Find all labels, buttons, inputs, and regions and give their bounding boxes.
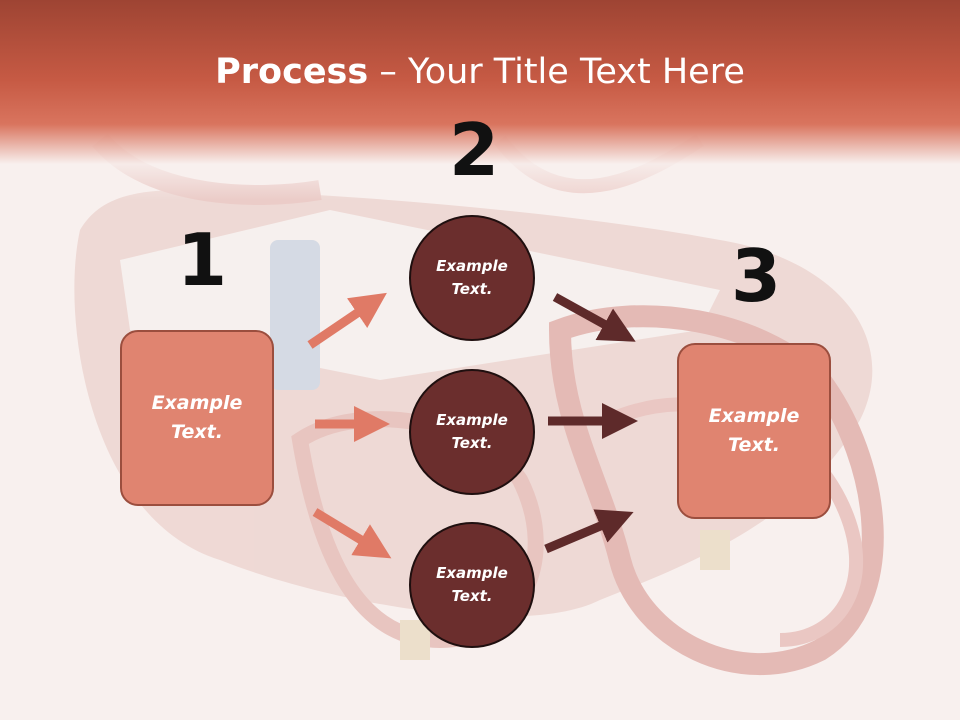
step-number-1: 1 — [177, 218, 228, 302]
step-number-3: 3 — [731, 234, 782, 318]
slide-title: Process – Your Title Text Here — [0, 52, 960, 92]
circle-bottom-text: Example Text. — [436, 564, 508, 605]
circle-top-text: Example Text. — [436, 257, 508, 298]
step-number-2: 2 — [449, 108, 500, 192]
circle-top: Example Text. — [409, 215, 535, 341]
arrow-left-to-top — [307, 292, 387, 349]
arrow-top-to-right — [552, 293, 636, 342]
title-bold: Process — [215, 52, 369, 92]
right-box-text: Example Text. — [708, 405, 800, 456]
right-box: Example Text. — [677, 343, 831, 519]
header-band — [0, 0, 960, 200]
title-rest: – Your Title Text Here — [368, 52, 745, 92]
left-box-text: Example Text. — [151, 392, 243, 443]
circle-middle: Example Text. — [409, 369, 535, 495]
circle-middle-text: Example Text. — [436, 411, 508, 452]
arrow-bottom-to-right — [544, 509, 634, 554]
circle-bottom: Example Text. — [409, 522, 535, 648]
arrow-left-to-bottom — [312, 508, 392, 559]
left-box: Example Text. — [120, 330, 274, 506]
